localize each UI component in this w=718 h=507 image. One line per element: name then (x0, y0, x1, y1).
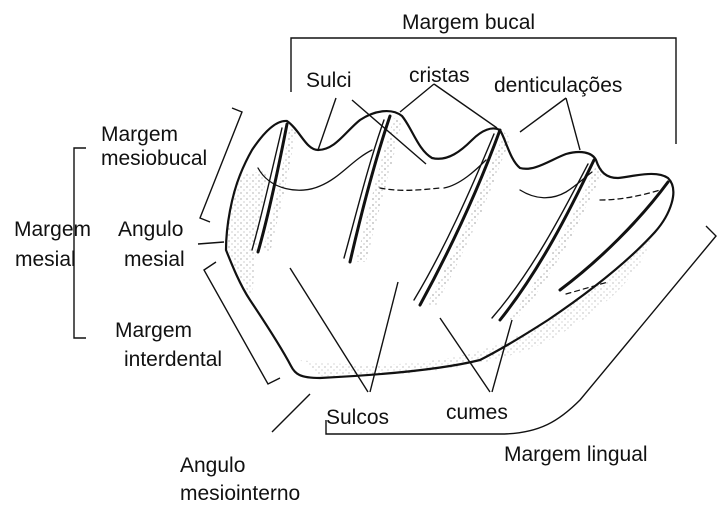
leader-sulci-1 (318, 98, 336, 150)
leader-angulo-mesiointerno (272, 394, 310, 432)
label-margem-interdental-line1: Margem (115, 319, 192, 342)
label-margem-mesiobucal-line1: Margem (101, 123, 178, 146)
label-angulo-mesiointerno-line1: Angulo (180, 454, 245, 477)
label-denticulacoes: denticulações (494, 74, 622, 97)
label-sulci: Sulci (306, 69, 352, 92)
leader-denticulacoes-2 (566, 98, 580, 150)
leader-cristas-1 (400, 84, 434, 112)
tooth-illustration (226, 111, 673, 378)
label-angulo-mesiointerno-line2: mesiointerno (180, 482, 300, 505)
label-margem-mesial-line1: Margem (14, 218, 91, 241)
label-margem-mesiobucal-line2: mesiobucal (101, 147, 207, 170)
leader-angulo-mesial (198, 242, 224, 244)
leader-denticulacoes-1 (520, 98, 566, 132)
label-margem-mesial-line2: mesial (15, 248, 76, 271)
label-cristas: cristas (409, 64, 470, 87)
label-margem-lingual: Margem lingual (504, 443, 648, 466)
leader-cristas-2 (434, 84, 497, 128)
label-angulo-mesial-line2: mesial (124, 248, 185, 271)
label-sulcos: Sulcos (326, 406, 389, 429)
label-margem-interdental-line2: interdental (124, 348, 222, 371)
label-margem-bucal: Margem bucal (402, 11, 535, 34)
bracket-margem-mesial (74, 148, 86, 338)
label-cumes: cumes (446, 401, 508, 424)
label-angulo-mesial-line1: Angulo (118, 218, 183, 241)
